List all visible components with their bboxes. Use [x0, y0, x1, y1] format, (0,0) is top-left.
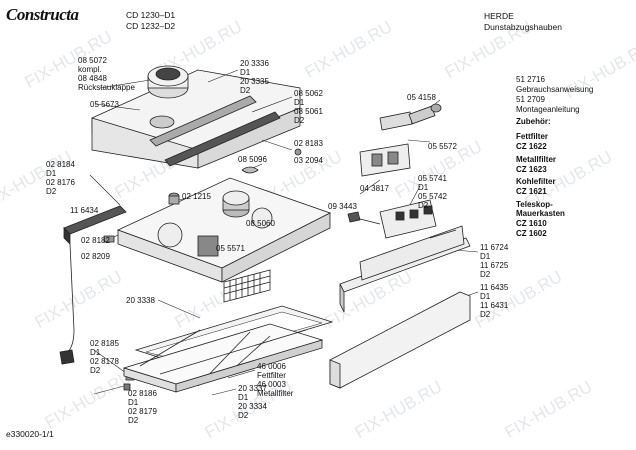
part-label: 20 3335	[240, 77, 269, 86]
part-label: D1	[238, 393, 249, 402]
part-label: 08 5072	[78, 56, 107, 65]
part-label: 02 8179	[128, 407, 157, 416]
part-label: 05 5673	[90, 100, 119, 109]
accessory-name: Teleskop-Mauerkasten	[516, 200, 565, 218]
part-label: kompl.	[78, 65, 102, 74]
front-panel	[329, 291, 471, 389]
part-label: 11 6434	[70, 206, 99, 215]
hood-housing	[91, 69, 301, 169]
part-label: 20 3338	[126, 296, 155, 305]
part-label: 04 3817	[360, 184, 389, 193]
part-label: Metallfilter	[257, 389, 294, 398]
doc-name-1: Gebrauchsanweisung	[516, 85, 594, 94]
part-label: 02 8183	[294, 139, 323, 148]
part-label: 02 8209	[81, 252, 110, 261]
part-label: 11 6435	[480, 283, 509, 292]
accessory-code: CZ 1621	[516, 187, 547, 196]
part-label: D1	[480, 252, 491, 261]
filter-frame-bottom	[122, 323, 324, 393]
part-label: 08 5061	[294, 107, 323, 116]
part-label: D1	[90, 348, 101, 357]
product-type: Dunstabzugshauben	[484, 22, 562, 32]
part-label: 05 5742	[418, 192, 447, 201]
part-label: D2	[480, 270, 491, 279]
grease-filter-grid	[223, 269, 271, 303]
doc-code-2: 51 2709	[516, 95, 545, 104]
part-label: D2	[128, 416, 139, 425]
part-label: 20 3336	[240, 59, 269, 68]
part-label: 11 6724	[480, 243, 509, 252]
part-label: D2	[46, 187, 57, 196]
part-label: 05 5572	[428, 142, 457, 151]
part-label: 20 3334	[238, 402, 267, 411]
electronic-unit	[379, 199, 437, 239]
accessory-name: Fettfilter	[516, 132, 548, 141]
part-label: D1	[240, 68, 251, 77]
part-label: D2	[480, 310, 491, 319]
part-label: 02 1215	[182, 192, 211, 201]
telescopic-panel	[359, 225, 465, 281]
accessory-name: Metallfilter	[516, 155, 557, 164]
model-2: CD 1232–D2	[126, 21, 176, 31]
accessory-code: CZ 1602	[516, 229, 547, 238]
document-id: e330020-1/1	[6, 429, 54, 439]
part-label: D1	[418, 183, 429, 192]
part-label: 08 4848	[78, 74, 107, 83]
doc-code-1: 51 2716	[516, 75, 545, 84]
part-label: 05 5741	[418, 174, 447, 183]
part-label: 11 6431	[480, 301, 509, 310]
part-label: 20 3337	[238, 384, 267, 393]
cable-harness	[347, 211, 381, 225]
bottom-plate	[116, 177, 332, 283]
brand-logo: Constructa	[6, 5, 79, 24]
part-label: 08 5096	[238, 155, 267, 164]
part-label: 46 0003	[257, 380, 286, 389]
part-label: 09 3443	[328, 202, 357, 211]
accessory-code: CZ 1623	[516, 165, 547, 174]
part-label: 02 8186	[128, 389, 157, 398]
part-label: Fettfilter	[257, 371, 286, 380]
accessories-title: Zubehör:	[516, 117, 551, 126]
part-label: D2	[240, 86, 251, 95]
switch-cover	[63, 205, 127, 245]
part-label: 02 8176	[46, 178, 75, 187]
part-label: D1	[128, 398, 139, 407]
doc-name-2: Montageanleitung	[516, 105, 580, 114]
part-label: D2	[90, 366, 101, 375]
accessory-name: Kohlefilter	[516, 177, 556, 186]
part-label: 02 8184	[46, 160, 75, 169]
power-cable	[59, 243, 75, 365]
part-label: 02 8185	[90, 339, 119, 348]
part-label: 03 2094	[294, 156, 323, 165]
part-label: D1	[294, 98, 305, 107]
part-label: 11 6725	[480, 261, 509, 270]
part-label: 46 0006	[257, 362, 286, 371]
part-label: 02 8178	[90, 357, 119, 366]
part-label: 05 4158	[407, 93, 436, 102]
part-label: 05 5571	[216, 244, 245, 253]
part-label: 02 8182	[81, 236, 110, 245]
part-label: Rückstauklappe	[78, 83, 135, 92]
blower-outlet	[147, 65, 189, 129]
model-1: CD 1230–D1	[126, 10, 176, 20]
part-label: 08 5060	[246, 219, 275, 228]
motor-fan	[168, 190, 250, 218]
accessory-code: CZ 1610	[516, 219, 547, 228]
part-label: D1	[480, 292, 491, 301]
part-label: D2	[294, 116, 305, 125]
lamp-holder	[379, 103, 442, 131]
part-label: D2	[418, 201, 429, 210]
manufacturer: HERDE	[484, 11, 514, 21]
switch-block	[359, 143, 411, 177]
part-label: 08 5062	[294, 89, 323, 98]
part-label: D2	[238, 411, 249, 420]
accessory-code: CZ 1622	[516, 142, 547, 151]
part-label: D1	[46, 169, 57, 178]
